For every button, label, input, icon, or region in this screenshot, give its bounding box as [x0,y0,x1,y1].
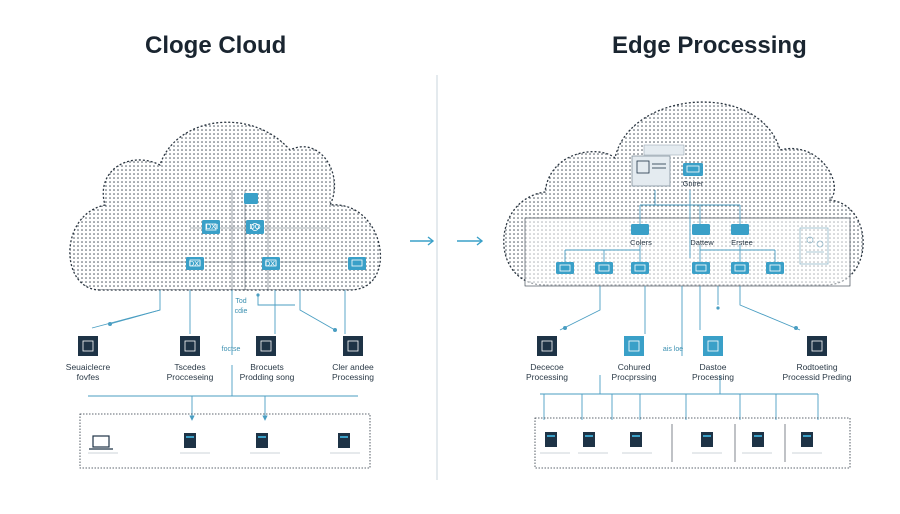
left-service-label-4: Cler andee Processing [331,362,375,382]
left-service-label-3: Brocuets Prodding song [239,362,295,382]
left-cloud-node-top [244,193,258,204]
left-service-node-4 [343,336,363,356]
right-service-node-1 [537,336,557,356]
right-side-label: ais loe [662,346,684,353]
right-server [631,144,685,187]
right-device-6 [801,432,813,447]
left-device-1 [89,435,113,450]
left-service-node-3 [256,336,276,356]
left-service-label-1: Seuaiclecre fovfes [65,362,111,382]
left-device-tray [79,413,371,469]
left-cloud [69,121,382,291]
right-cloud-node-6 [766,262,784,274]
right-group-label-2: Dattew [690,238,714,247]
left-mid-label: Tod cdie [234,298,248,315]
right-device-1 [545,432,557,447]
right-service-label-3: Dastoe Processing [691,362,735,382]
people-icon [799,227,829,265]
left-cloud-node-3 [186,257,204,270]
left-cloud-node-label-4: DXI [264,259,278,268]
right-group-node-3 [731,224,749,235]
right-cloud-node-2 [595,262,613,274]
right-cloud-node-5 [731,262,749,274]
left-cloud-node-label-2: DO [249,222,261,231]
right-service-label-4: Rodtoeting Processid Preding [782,362,852,382]
left-cloud-node-5 [348,257,366,270]
right-cloud-node-3 [631,262,649,274]
left-service-node-2 [180,336,200,356]
right-service-node-4 [807,336,827,356]
right-center-label: Gnirer [682,179,704,188]
right-service-label-1: Dececoe Processing [525,362,569,382]
left-cloud-node-4 [262,257,280,270]
right-connectors [540,286,819,420]
right-cloud [503,101,864,287]
left-cloud-node-2 [246,220,264,234]
right-connector-dots [563,306,798,330]
right-group-node-1 [631,224,649,235]
right-device-5 [752,432,764,447]
flow-arrow-right [457,236,484,246]
left-connector-dots [108,293,337,332]
left-device-2 [184,433,196,448]
right-group-node-2 [692,224,710,235]
left-device-4 [338,433,350,448]
left-device-3 [256,433,268,448]
right-title: Edge Processing [612,32,807,59]
right-device-2 [583,432,595,447]
left-service-label-2: Tscedes Procceseing [166,362,214,382]
right-device-4 [701,432,713,447]
right-cloud-node-1 [556,262,574,274]
left-cloud-node-label-1: DXI [205,222,219,231]
right-service-node-3 [703,336,723,356]
right-cloud-tree [564,190,776,262]
right-cloud-node-4 [692,262,710,274]
right-cloud-nodes [556,262,784,274]
right-center-node [683,163,703,176]
flow-arrow-left [410,236,435,246]
left-cloud-node-1 [202,220,220,234]
right-device-tray [534,417,851,469]
right-service-label-2: Cohured Procprssing [611,362,657,382]
left-connectors [88,290,358,421]
right-service-node-2 [624,336,644,356]
left-title: Cloge Cloud [145,32,287,59]
left-cloud-node-label-3: DXI [188,259,202,268]
right-group-label-3: Erstee [731,238,753,247]
left-service-node-1 [78,336,98,356]
left-side-label: foctse [221,346,241,353]
right-device-3 [630,432,642,447]
right-group-label-1: Colers [630,238,652,247]
